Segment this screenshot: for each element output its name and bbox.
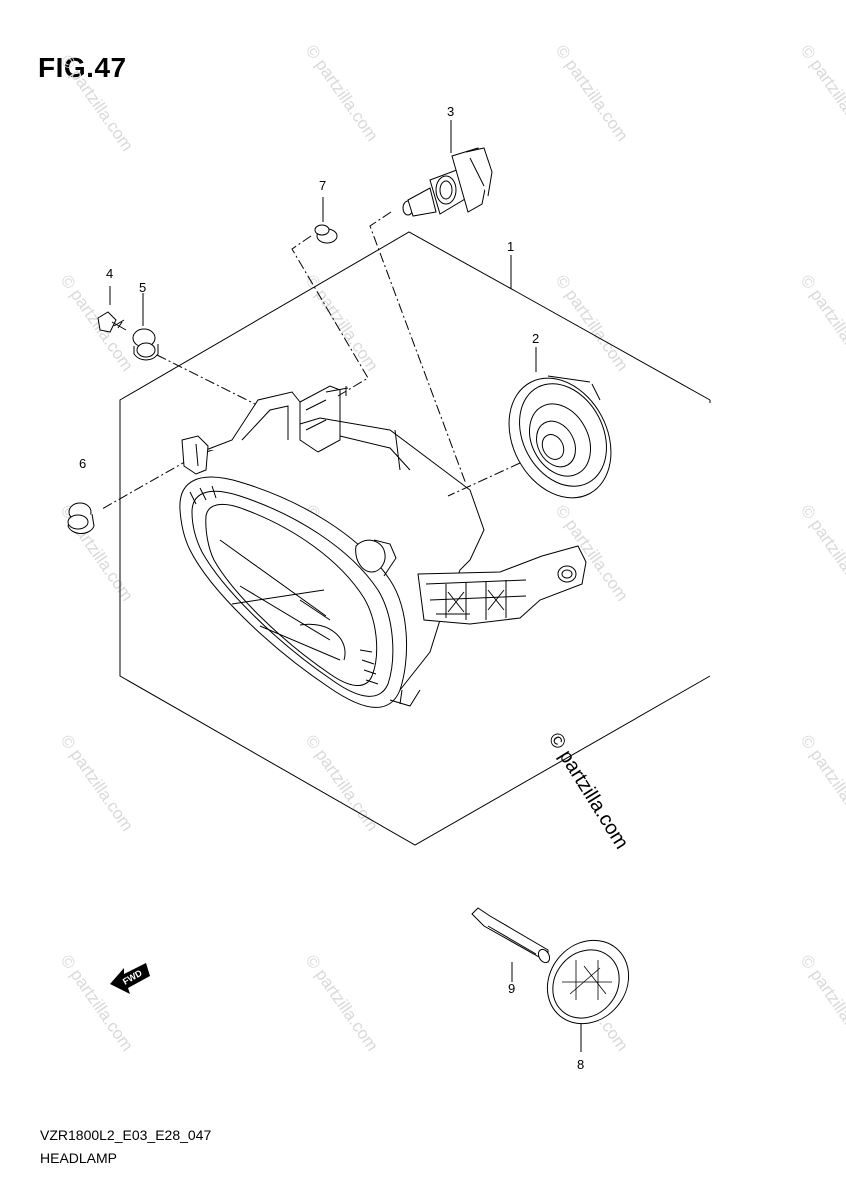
partzilla-watermark: © partzilla.com [544, 729, 633, 853]
watermark-text: © partzilla.com [302, 951, 382, 1054]
watermark-text: © partzilla.com [57, 731, 137, 834]
watermark-text: © partzilla.com [797, 41, 846, 144]
callout-1: 1 [507, 239, 514, 254]
emblem-8 [546, 939, 630, 1025]
callout-6: 6 [79, 456, 86, 471]
callout-2: 2 [532, 331, 539, 346]
footer-section-name: HEADLAMP [40, 1150, 118, 1166]
assembly-guides [101, 211, 521, 510]
grommet-6 [67, 502, 95, 534]
watermark-text: © partzilla.com [552, 41, 632, 144]
footer-model-code: VZR1800L2_E03_E28_047 [40, 1127, 212, 1143]
headlamp-assembly [179, 385, 587, 708]
watermark-text: © partzilla.com [302, 41, 382, 144]
socket-cover [508, 375, 612, 499]
watermark-text: © partzilla.com [57, 51, 137, 154]
callout-9: 9 [508, 981, 515, 996]
figure-title: FIG.47 [38, 52, 127, 83]
fwd-arrow: FWD [110, 963, 150, 994]
watermark-text: © partzilla.com [57, 501, 137, 604]
leader-lines [109, 120, 582, 1052]
watermark-text: © partzilla.com [797, 271, 846, 374]
watermark-text: © partzilla.com [57, 951, 137, 1054]
callout-3: 3 [447, 104, 454, 119]
callout-7: 7 [319, 178, 326, 193]
grommet-5 [132, 328, 159, 361]
assembly-boundary [119, 231, 711, 846]
watermark-text: © partzilla.com [57, 271, 137, 374]
watermark-text: © partzilla.com [552, 271, 632, 374]
watermark-text: © partzilla.com [797, 731, 846, 834]
bolt-9 [471, 907, 551, 964]
watermark-text: © partzilla.com [797, 951, 846, 1054]
bulb [402, 147, 493, 217]
watermark-text: © partzilla.com [797, 501, 846, 604]
callout-5: 5 [139, 280, 146, 295]
callout-8: 8 [577, 1057, 584, 1072]
callout-4: 4 [106, 266, 113, 281]
grommet-7 [314, 224, 338, 244]
screw-4 [97, 311, 127, 333]
